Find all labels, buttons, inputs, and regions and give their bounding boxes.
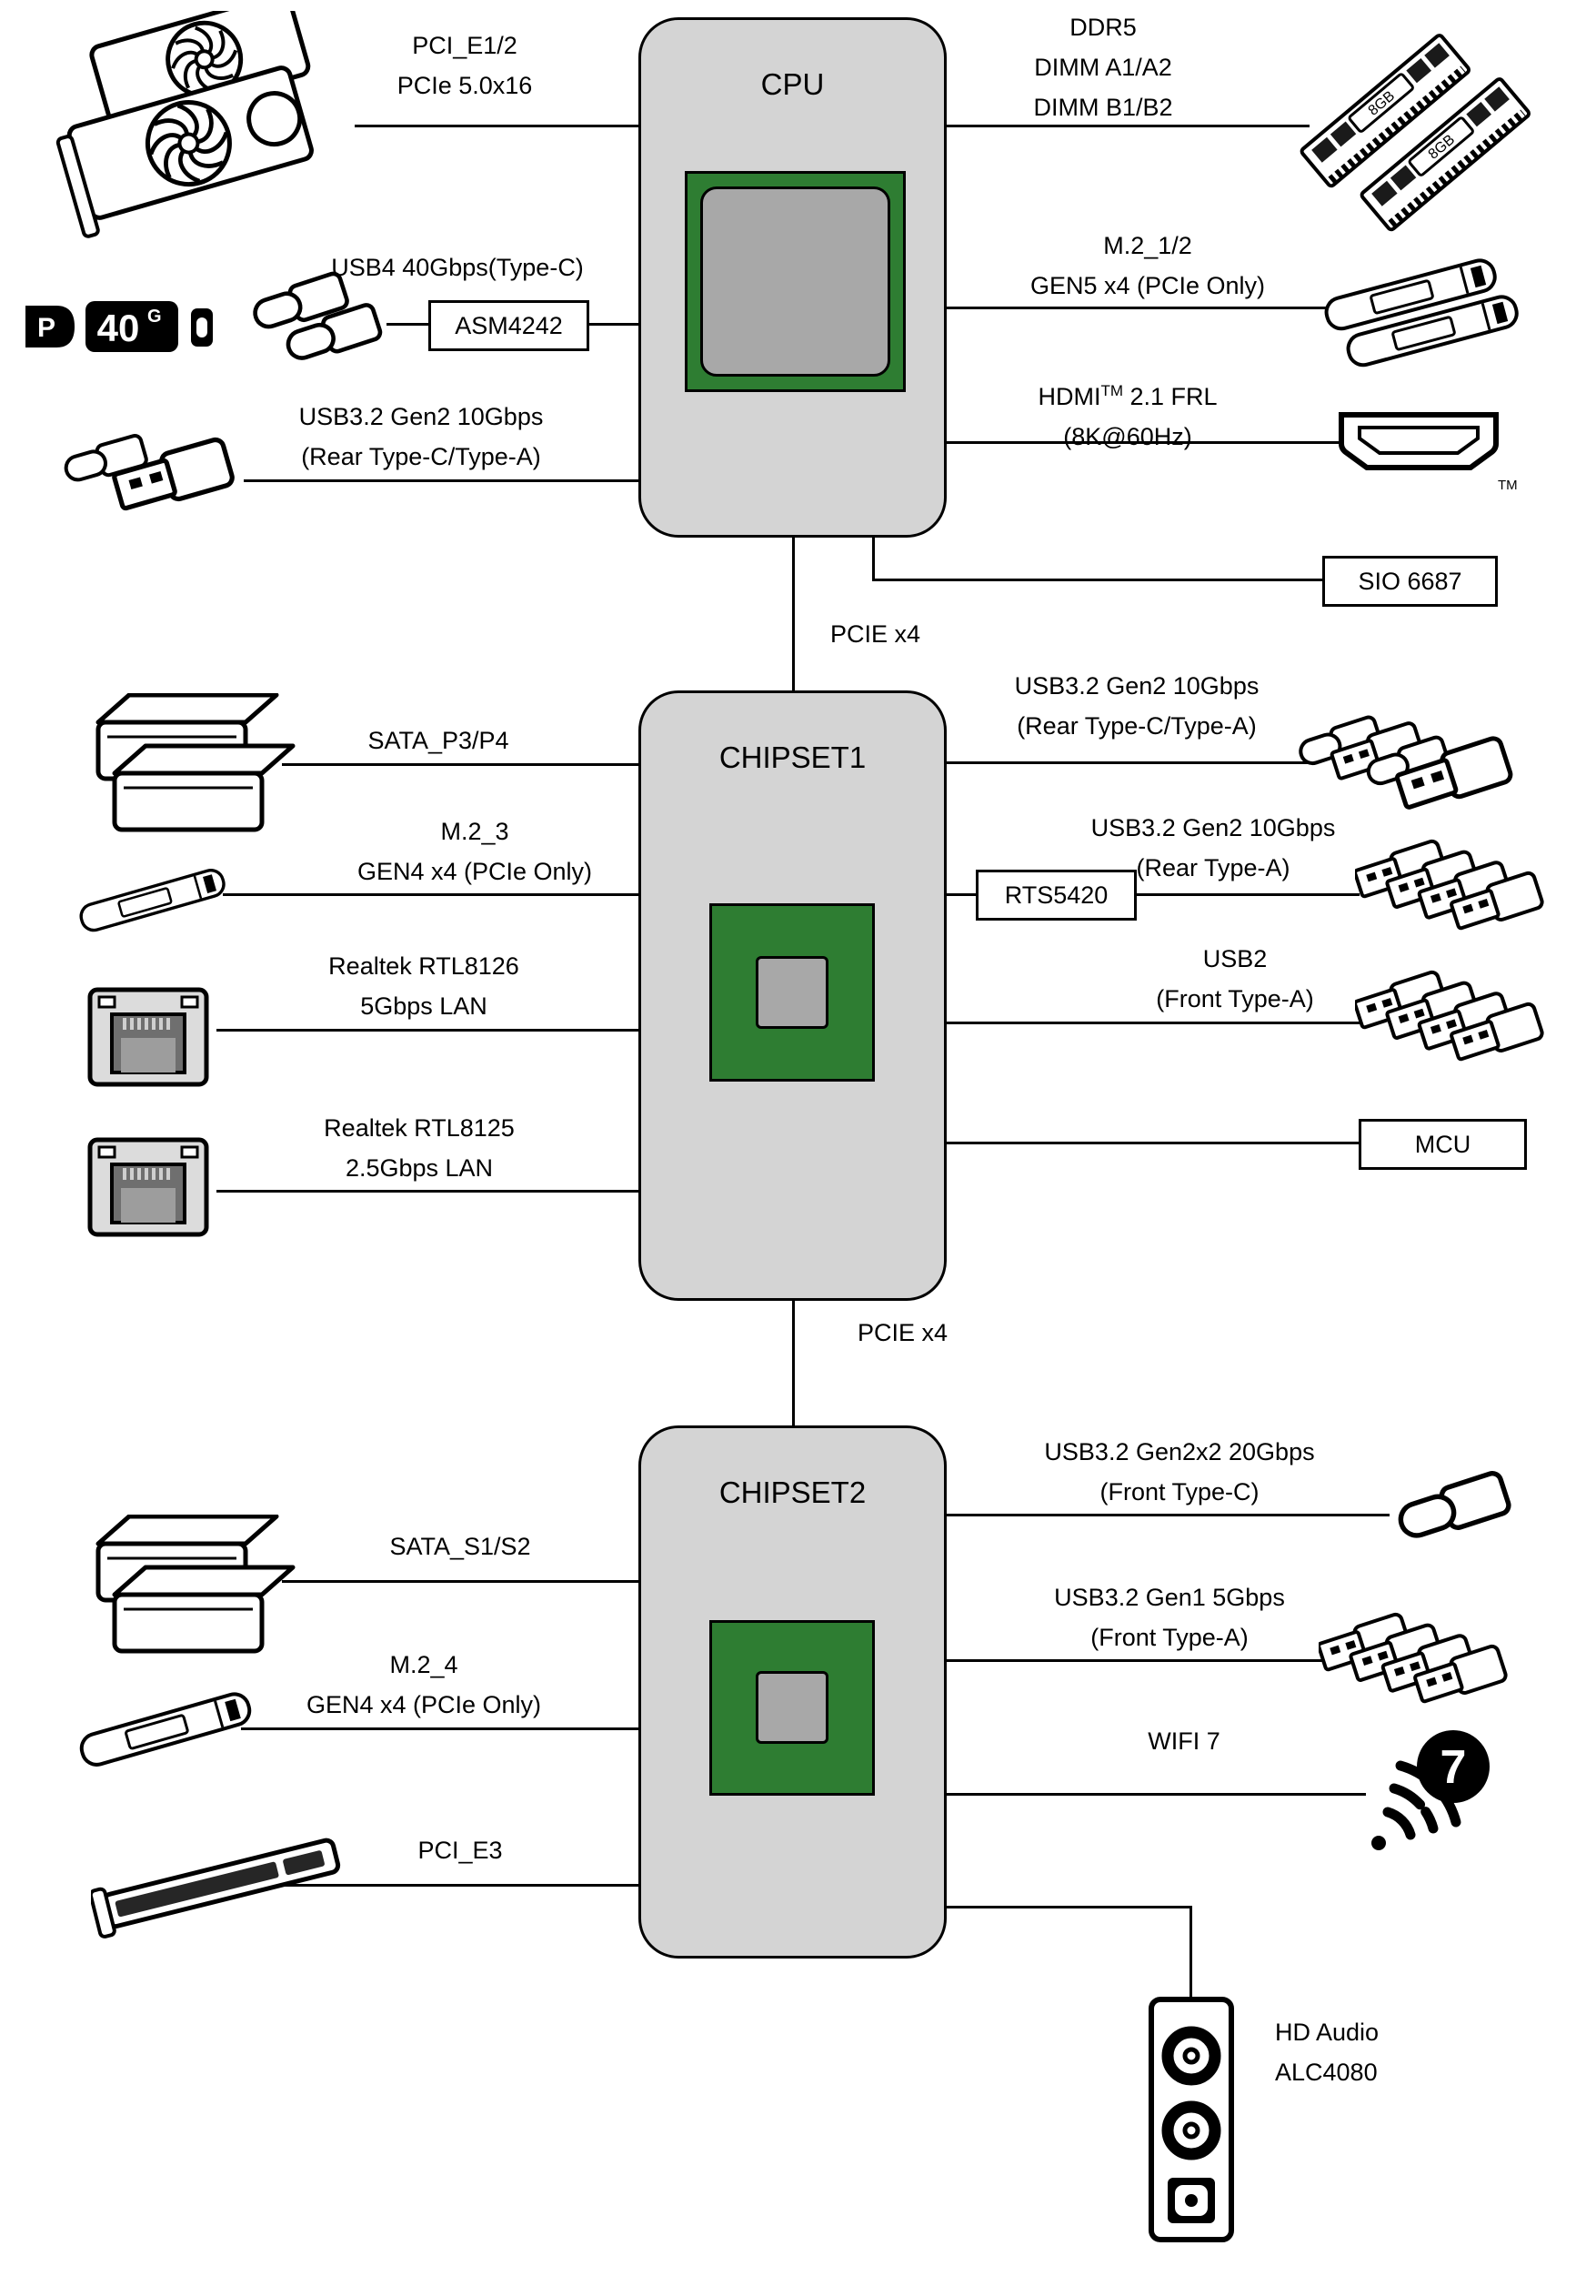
label-usb32-rear-ca: USB3.2 Gen2 10Gbps (Rear Type-C/Type-A) xyxy=(1014,672,1260,740)
sata-drives-icon xyxy=(73,1515,296,1656)
cpu-block-title: CPU xyxy=(760,67,825,101)
chipset2-die-icon xyxy=(709,1620,875,1796)
line-cpu-chipset1 xyxy=(792,538,795,690)
label-usb2: USB2 (Front Type-A) xyxy=(1156,945,1314,1012)
line-lan25g-chipset1 xyxy=(216,1190,638,1193)
line-cpu-ddr5 xyxy=(947,125,1310,127)
line-lan5g-chipset1 xyxy=(216,1029,638,1032)
line-cpu-hdmi xyxy=(947,441,1340,444)
line-pcie3-chipset2 xyxy=(282,1884,638,1887)
line-m2-4-chipset2 xyxy=(241,1727,638,1730)
label-pci-e12: PCI_E1/2 PCIe 5.0x16 xyxy=(396,32,533,99)
cpu-die-lid-icon xyxy=(700,186,890,377)
chipset1-block-title: CHIPSET1 xyxy=(718,740,867,774)
usbc-connector-icon xyxy=(1382,1466,1519,1553)
chipset2-die-lid-icon xyxy=(756,1671,828,1744)
line-sata-p-chipset1 xyxy=(282,763,638,766)
label-usb32-5g: USB3.2 Gen1 5Gbps (Front Type-A) xyxy=(1054,1584,1285,1651)
line-chipset1-usb2 xyxy=(947,1022,1360,1024)
ethernet-port-icon xyxy=(87,987,209,1087)
line-chipset2-usb5g xyxy=(947,1659,1326,1662)
label-lan-5g: Realtek RTL8126 5Gbps LAN xyxy=(328,952,519,1020)
line-m2-3-chipset1 xyxy=(223,893,638,896)
usbc-port-icon xyxy=(191,308,213,347)
label-wifi7: WIFI 7 xyxy=(1148,1727,1220,1755)
svg-text:P: P xyxy=(37,313,55,343)
usb-ports-front-a-icon xyxy=(1319,1611,1510,1708)
label-usb4: USB4 40Gbps(Type-C) xyxy=(331,254,584,281)
label-usb32-20g: USB3.2 Gen2x2 20Gbps (Front Type-C) xyxy=(1044,1438,1315,1505)
line-chipset2-usb20g xyxy=(947,1514,1390,1516)
svg-text:7: 7 xyxy=(1440,1741,1467,1794)
bus-label-chipset1-chipset2: PCIE x4 xyxy=(858,1319,949,1346)
pcie-slot-icon xyxy=(91,1838,341,1939)
label-m2-4: M.2_4 GEN4 x4 (PCIe Only) xyxy=(306,1651,542,1718)
label-sata-s12: SATA_S1/S2 xyxy=(389,1533,531,1560)
asm4242-chip: ASM4242 xyxy=(428,300,589,351)
label-pci-e3: PCI_E3 xyxy=(417,1837,503,1864)
usb4-certification-logos: P 40 G xyxy=(25,301,213,352)
m2-ssd-pair-icon xyxy=(1321,255,1522,370)
sio6687-chip: SIO 6687 xyxy=(1322,556,1498,607)
chipset1-die-icon xyxy=(709,903,875,1082)
label-m2-3: M.2_3 GEN4 x4 (PCIe Only) xyxy=(356,818,593,885)
line-cpu-sio-vertical xyxy=(872,538,875,581)
line-cpu-sio-horizontal xyxy=(872,579,1322,581)
usbc-connectors-icon xyxy=(232,271,391,369)
label-usb32-rear-a: USB3.2 Gen2 10Gbps (Rear Type-A) xyxy=(1090,814,1336,881)
ddr5-dimm-icon: 8GB 8GB xyxy=(1290,7,1535,235)
line-usb32-cpu xyxy=(244,479,638,482)
line-chipset1-rts5420 xyxy=(947,893,976,896)
line-usbc-asm4242 xyxy=(386,323,428,326)
ethernet-port-icon xyxy=(87,1137,209,1237)
usb2-ports-icon xyxy=(1355,969,1546,1066)
rts5420-chip: RTS5420 xyxy=(976,870,1137,921)
displayport-logo-icon: P xyxy=(25,306,75,347)
usb-40gbps-badge-icon: 40 G xyxy=(85,301,178,352)
line-chipset1-mcu xyxy=(947,1142,1359,1144)
line-chipset2-audio-vertical xyxy=(1189,1906,1192,1998)
label-sata-p34: SATA_P3/P4 xyxy=(367,727,509,754)
line-chipset2-audio-horizontal xyxy=(947,1906,1191,1908)
svg-text:40: 40 xyxy=(97,307,140,349)
label-lan-25g: Realtek RTL8125 2.5Gbps LAN xyxy=(324,1114,515,1182)
label-hd-audio: HD Audio ALC4080 xyxy=(1275,2019,1380,2086)
line-chipset2-wifi xyxy=(947,1793,1366,1796)
chipset1-block: CHIPSET1 xyxy=(638,690,947,1301)
hdmi-connector-icon: TM xyxy=(1339,412,1518,493)
sata-drives-icon xyxy=(73,693,296,834)
chipset2-block-title: CHIPSET2 xyxy=(718,1475,867,1509)
line-rts5420-usb-rear-a xyxy=(1137,893,1360,896)
svg-text:G: G xyxy=(147,307,162,327)
svg-text:TM: TM xyxy=(1498,478,1518,493)
chipset1-die-lid-icon xyxy=(756,956,828,1029)
usb-connectors-icon xyxy=(60,432,250,523)
gpu-cards-icon xyxy=(55,11,314,238)
wifi7-logo-icon: 7 xyxy=(1371,1730,1490,1850)
label-hdmi: HDMITM 2.1 FRL (8K@60Hz) xyxy=(1038,382,1218,450)
label-ddr5: DDR5 DIMM A1/A2 DIMM B1/B2 xyxy=(1033,14,1173,121)
audio-jacks-icon xyxy=(1149,1997,1234,2242)
m2-ssd-icon xyxy=(76,1688,255,1770)
line-cpu-m2 xyxy=(947,307,1337,309)
cpu-block: CPU xyxy=(638,17,947,538)
line-gpu-cpu xyxy=(355,125,638,127)
bus-label-cpu-chipset1: PCIE x4 xyxy=(830,620,921,648)
line-chipset1-usb-rear-ca xyxy=(947,761,1310,764)
mcu-chip: MCU xyxy=(1359,1119,1527,1170)
chipset2-block: CHIPSET2 xyxy=(638,1425,947,1959)
line-chipset1-chipset2 xyxy=(792,1301,795,1425)
label-usb32-cpu: USB3.2 Gen2 10Gbps (Rear Type-C/Type-A) xyxy=(298,403,544,470)
usb-ports-rear-ca-icon xyxy=(1296,713,1528,830)
cpu-die-icon xyxy=(685,171,906,392)
usb-ports-rear-a-icon xyxy=(1355,838,1546,935)
line-sata-s-chipset2 xyxy=(282,1580,638,1583)
line-asm4242-cpu xyxy=(589,323,638,326)
label-m2-12: M.2_1/2 GEN5 x4 (PCIe Only) xyxy=(1029,232,1266,299)
m2-ssd-icon xyxy=(76,865,227,935)
